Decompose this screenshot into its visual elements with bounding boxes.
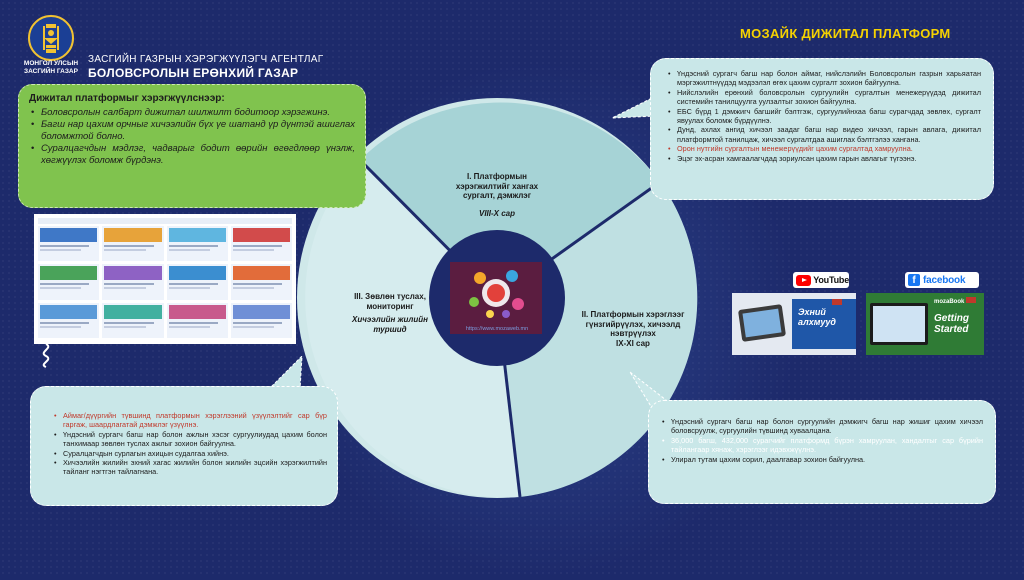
facebook-label: facebook	[923, 274, 966, 286]
callout-item: Үндэсний сургагч багш нар болон аймаг, н…	[667, 69, 981, 88]
mozaweb-app-icons	[450, 262, 542, 334]
youtube-video-thumbnail[interactable]: Эхний алхмууд	[732, 293, 856, 355]
squiggle-decoration	[42, 343, 50, 368]
callout-item: Орон нутгийн сургалтын менежерүүдийг цах…	[667, 144, 981, 154]
youtube-thumb-title: Эхний алхмууд	[798, 307, 836, 327]
segment-2-shape	[497, 182, 698, 497]
callout-item: Үндэсний сургагч багш нар болон ажлын хэ…	[53, 430, 327, 449]
mozaweb-link[interactable]: https://www.mozaweb.mn	[465, 326, 529, 332]
segment-2-label: II. Платформын хэрэглээг гүнзгийрүүлэх, …	[581, 310, 685, 348]
org-subtitle: ЗАСГИЙН ГАЗРЫН ХЭРЭГЖҮҮЛЭГЧ АГЕНТЛАГ	[88, 54, 324, 65]
benefit-item: Суралцагчдын мэдлэг, чадварыг бодит өөри…	[31, 143, 355, 167]
callout-item: Нийслэлийн ерөнхий боловсролын сургуулий…	[667, 88, 981, 107]
platform-screenshots	[34, 214, 296, 344]
segment-1-shape	[360, 102, 660, 299]
facebook-thumb-title: Getting Started	[934, 313, 969, 335]
callout-item: ЕБС бүрд 1 дэмжигч багшийг бэлтгэж, сург…	[667, 107, 981, 126]
benefits-title: Дижитал платформыг хэрэгжүүлснээр:	[29, 93, 225, 104]
facebook-thumb-brand: mozaBook	[934, 299, 965, 305]
screenshot-thumbnail	[38, 264, 100, 300]
screenshot-thumbnail	[38, 302, 100, 338]
screenshot-thumbnail	[230, 226, 292, 262]
facebook-video-thumbnail[interactable]: mozaBook Getting Started	[866, 293, 984, 355]
benefit-item: Багш нар цахим орчныг хичээлийн бүх үе ш…	[31, 119, 355, 143]
screenshot-thumbnail	[102, 264, 164, 300]
callout-item: Аймаг/дүүргийн түвшинд платформын хэрэгл…	[53, 411, 327, 430]
screenshot-thumbnail	[102, 302, 164, 338]
callout-tail-bottom-right	[629, 371, 667, 409]
facebook-badge[interactable]: f facebook	[905, 272, 979, 288]
screenshot-thumbnail	[166, 264, 228, 300]
callout-item: Эцэг эх-асран хамгаалагчдад зориулсан ца…	[667, 154, 981, 164]
org-title: БОЛОВСРОЛЫН ЕРӨНХИЙ ГАЗАР	[88, 66, 299, 80]
screenshot-thumbnail	[166, 226, 228, 262]
page-title: МОЗАЙК ДИЖИТАЛ ПЛАТФОРМ	[740, 26, 951, 41]
segment-1-label: I. Платформын хэрэгжилтийг хангах сургал…	[455, 172, 539, 218]
callout-item: 36,000 багш, 432,000 сурагчийг платформд…	[661, 436, 983, 455]
phase2-callout: Үндэсний сургагч багш нар болон сургуули…	[648, 400, 996, 504]
callout-item: Хичээлийн жилийн эхний хагас жилийн боло…	[53, 458, 327, 477]
facebook-icon: f	[908, 274, 920, 286]
phase3-callout: Аймаг/дүүргийн түвшинд платформын хэрэгл…	[30, 386, 338, 506]
callout-item: Үндэсний сургагч багш нар болон сургуули…	[661, 417, 983, 436]
screenshot-thumbnail	[230, 302, 292, 338]
callout-tail-top	[612, 95, 656, 119]
callout-item: Суралцагчдын сурлагын ахицын судалгаа хи…	[53, 449, 327, 459]
screenshot-thumbnail	[230, 264, 292, 300]
youtube-label: YouTube	[813, 275, 849, 285]
screenshot-thumbnail	[166, 302, 228, 338]
benefit-item: Боловсролын салбарт дижитал шилжилт боди…	[31, 107, 355, 119]
youtube-badge[interactable]: YouTube	[793, 272, 849, 288]
segment-3-label: III. Зөвлөн туслах, мониторинг Хичээлийн…	[352, 292, 428, 334]
callout-item: Улирал тутам цахим сорил, даалгавар зохи…	[661, 455, 983, 465]
segment-3-shape	[305, 160, 520, 498]
phase1-callout: Үндэсний сургагч багш нар болон аймаг, н…	[650, 58, 994, 200]
benefits-box: Дижитал платформыг хэрэгжүүлснээр: Болов…	[18, 84, 366, 208]
screenshot-thumbnail	[38, 226, 100, 262]
soyombo-emblem-icon	[28, 15, 74, 61]
youtube-icon	[796, 274, 812, 286]
callout-tail-bottom-left	[266, 356, 303, 391]
logo-caption: МОНГОЛ УЛСЫН ЗАСГИЙН ГАЗАР	[23, 60, 79, 75]
benefits-list: Боловсролын салбарт дижитал шилжилт боди…	[29, 107, 355, 167]
callout-item: Дунд, ахлах ангид хичээл заадаг багш нар…	[667, 125, 981, 144]
screenshot-thumbnail	[102, 226, 164, 262]
